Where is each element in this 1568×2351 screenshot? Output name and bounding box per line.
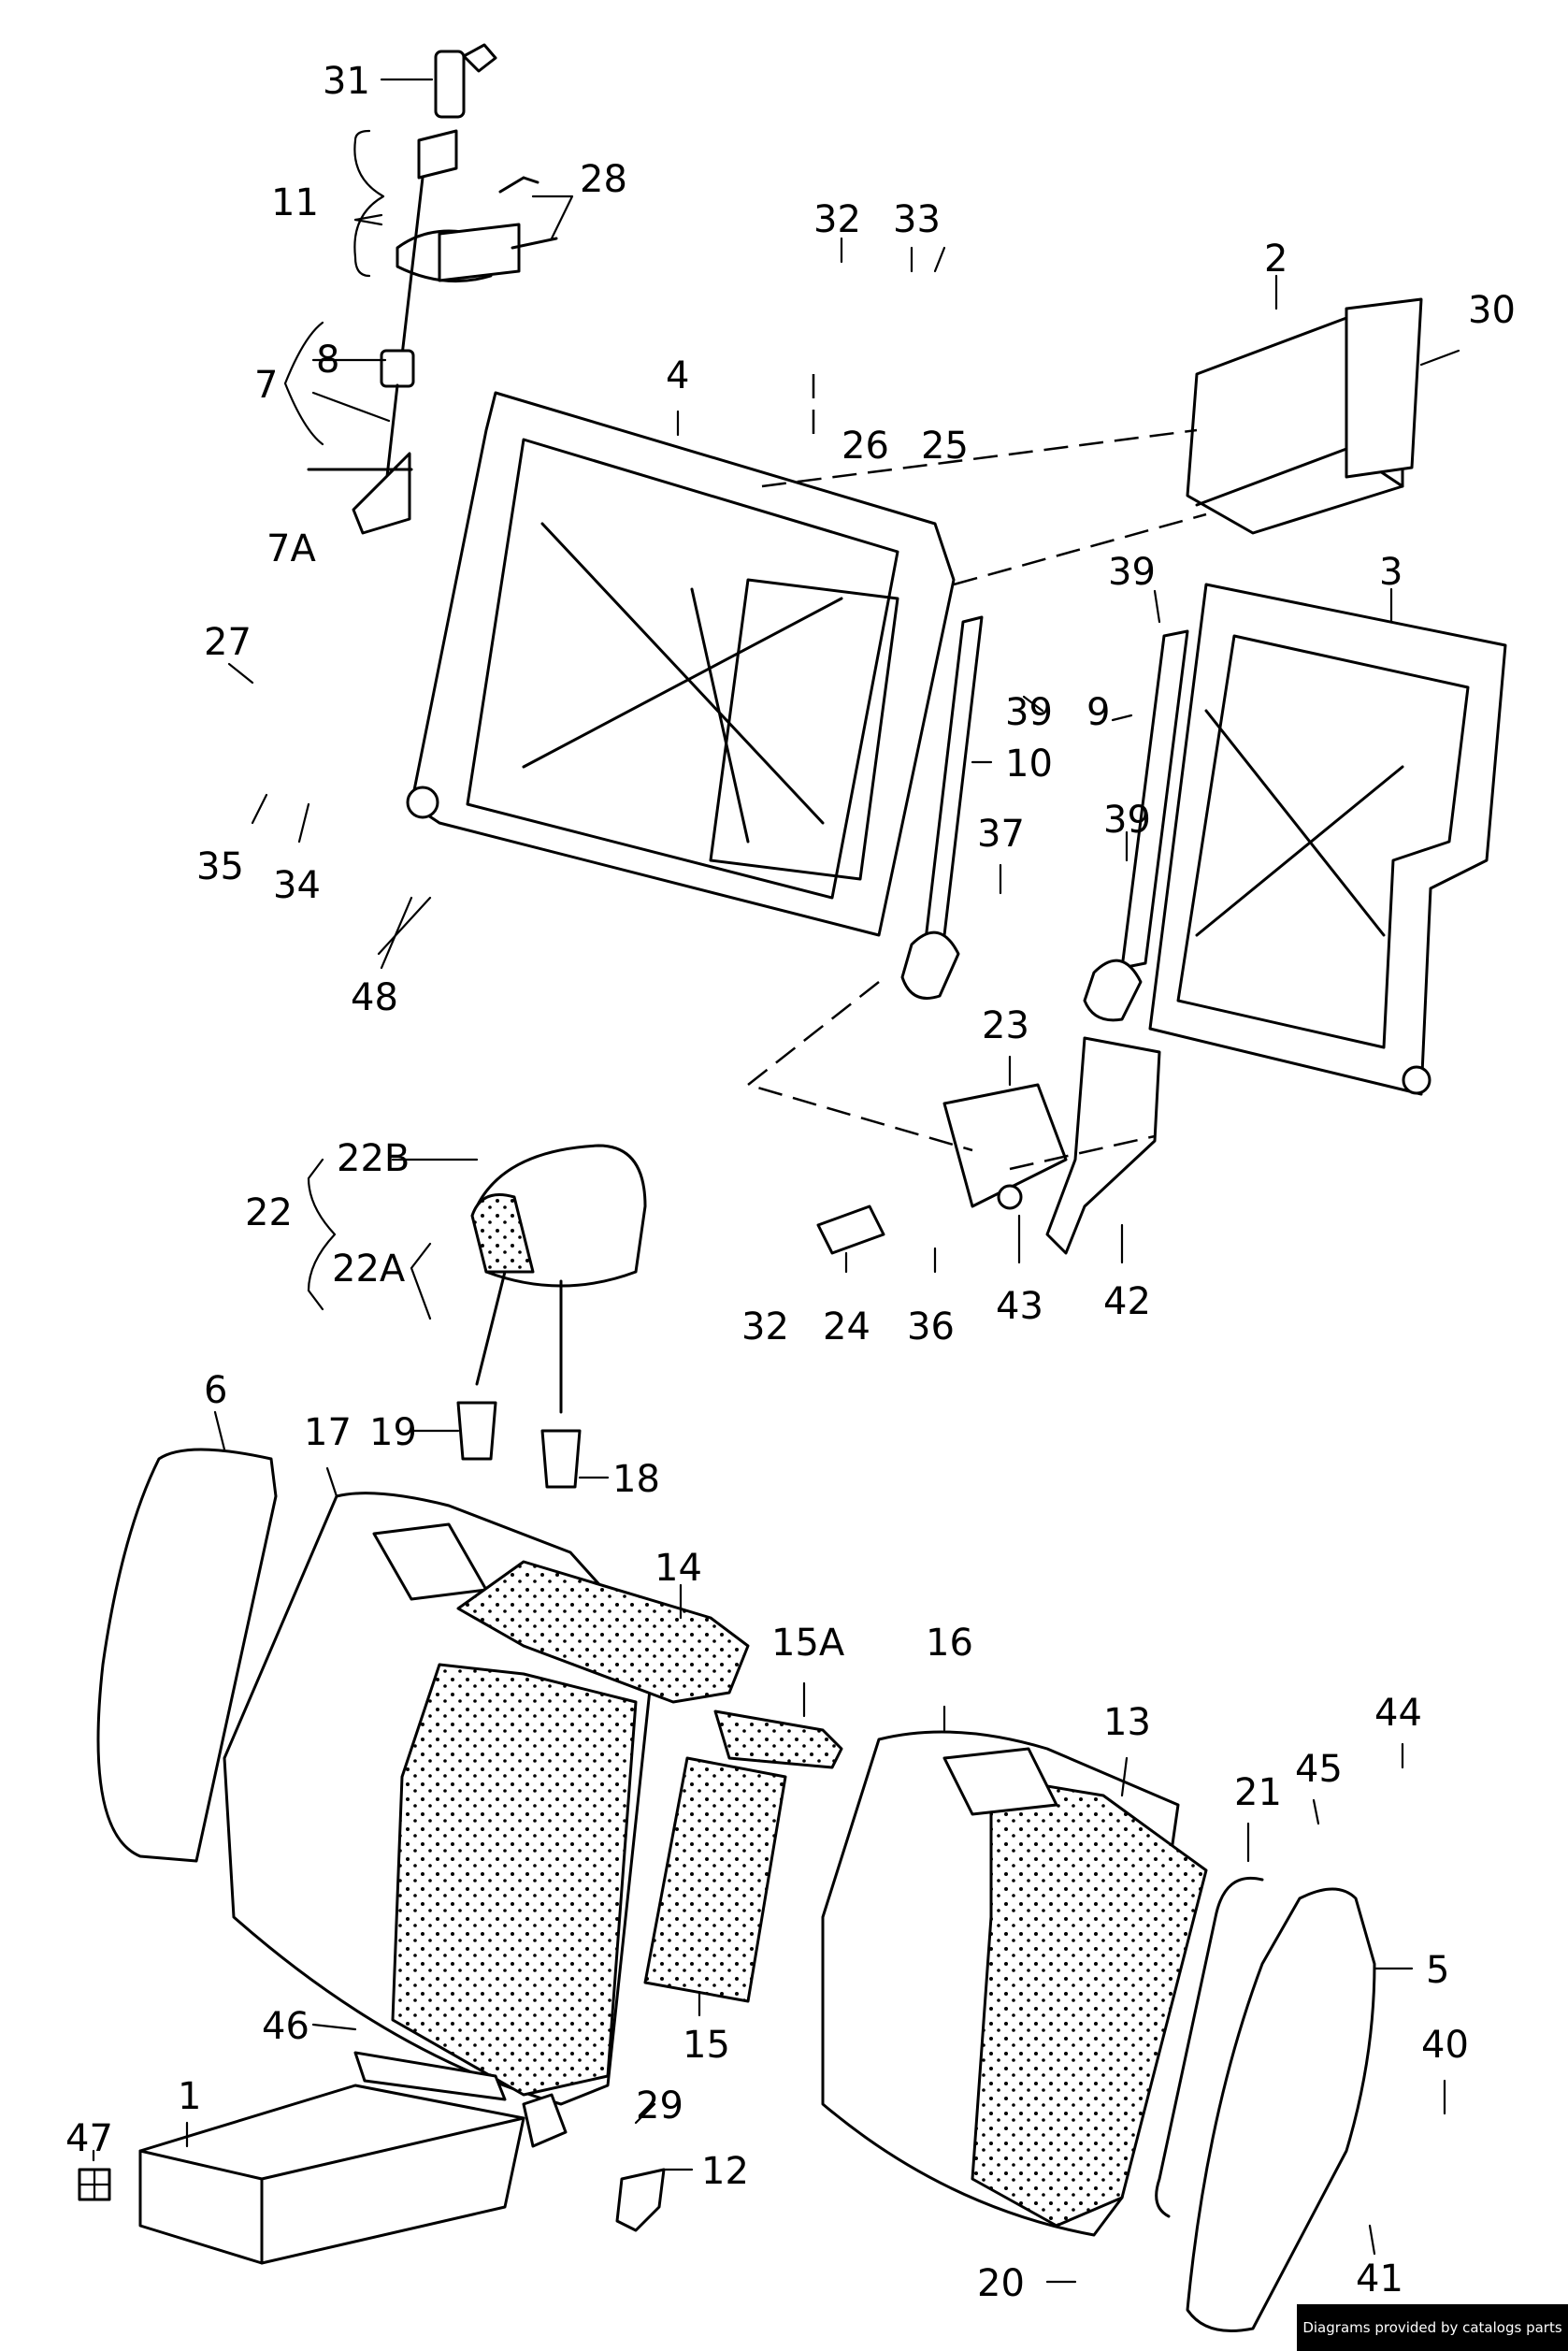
label-2: 2 [1264,238,1287,281]
hinge-bracket-9 [1083,629,1189,1022]
head-restraint [456,1144,647,1489]
label-22B: 22B [337,1137,410,1180]
label-11: 11 [271,181,319,224]
label-15: 15 [683,2024,730,2067]
leader-lines [92,78,1460,2284]
label-35: 35 [196,845,244,888]
label-37: 37 [977,813,1025,856]
callout-labels: 31 28 11 32 33 2 30 8 4 7 26 25 7A 39 3 … [65,60,1516,2305]
label-15A: 15A [771,1622,845,1665]
label-22A: 22A [332,1248,406,1291]
label-41: 41 [1356,2257,1403,2301]
label-14: 14 [655,1547,702,1590]
side-bolster-5 [1155,1876,1376,2332]
label-32a: 32 [813,198,861,241]
label-39c: 39 [1103,799,1151,842]
label-25: 25 [921,425,969,468]
label-7: 7 [254,364,278,407]
label-33: 33 [893,198,941,241]
label-21: 21 [1234,1771,1282,1814]
label-1: 1 [178,2075,201,2118]
label-39b: 39 [1005,691,1053,734]
label-19: 19 [369,1411,417,1454]
label-40: 40 [1421,2024,1469,2067]
label-22: 22 [245,1191,293,1234]
small-square-part-47 [78,2168,111,2201]
label-26: 26 [842,425,889,468]
label-36: 36 [907,1305,955,1349]
release-lock-assembly [307,43,558,535]
foam-pads [391,1560,843,2097]
label-48: 48 [351,976,398,1019]
armrest-1 [78,2051,666,2265]
label-31: 31 [323,60,370,103]
label-34: 34 [273,864,321,907]
label-44: 44 [1374,1692,1422,1735]
latch-assembly [816,1036,1161,1255]
label-7A: 7A [266,527,316,570]
backrest-frame-left [406,391,956,937]
label-30: 30 [1468,289,1516,332]
armrest-housing-2 [1186,297,1423,535]
credit-banner: Diagrams provided by catalogs parts [1297,2304,1568,2351]
label-8: 8 [316,339,339,382]
label-17: 17 [304,1411,352,1454]
label-27: 27 [204,621,252,664]
label-46: 46 [262,2005,309,2048]
label-12: 12 [701,2150,749,2193]
alignment-lines [745,374,1207,1171]
label-13: 13 [1103,1701,1151,1744]
label-10: 10 [1005,743,1053,786]
label-32b: 32 [741,1305,789,1349]
label-18: 18 [612,1458,660,1501]
label-43: 43 [996,1285,1043,1328]
backrest-frame-right [1148,583,1507,1096]
label-20: 20 [977,2262,1025,2305]
label-47: 47 [65,2117,113,2160]
label-6: 6 [204,1369,227,1412]
label-16: 16 [926,1622,973,1665]
label-39a: 39 [1108,551,1156,594]
label-9: 9 [1086,691,1110,734]
label-4: 4 [666,354,689,397]
label-42: 42 [1103,1280,1151,1323]
label-29: 29 [636,2084,683,2127]
label-24: 24 [823,1305,870,1349]
backrest-cover-16 [821,1730,1208,2237]
label-45: 45 [1295,1748,1343,1791]
label-23: 23 [982,1004,1029,1047]
side-bolster-6 [96,1448,278,1863]
hinge-bracket-10 [900,615,984,1000]
label-28: 28 [580,158,627,201]
label-3: 3 [1379,551,1403,594]
label-5: 5 [1426,1949,1449,1992]
